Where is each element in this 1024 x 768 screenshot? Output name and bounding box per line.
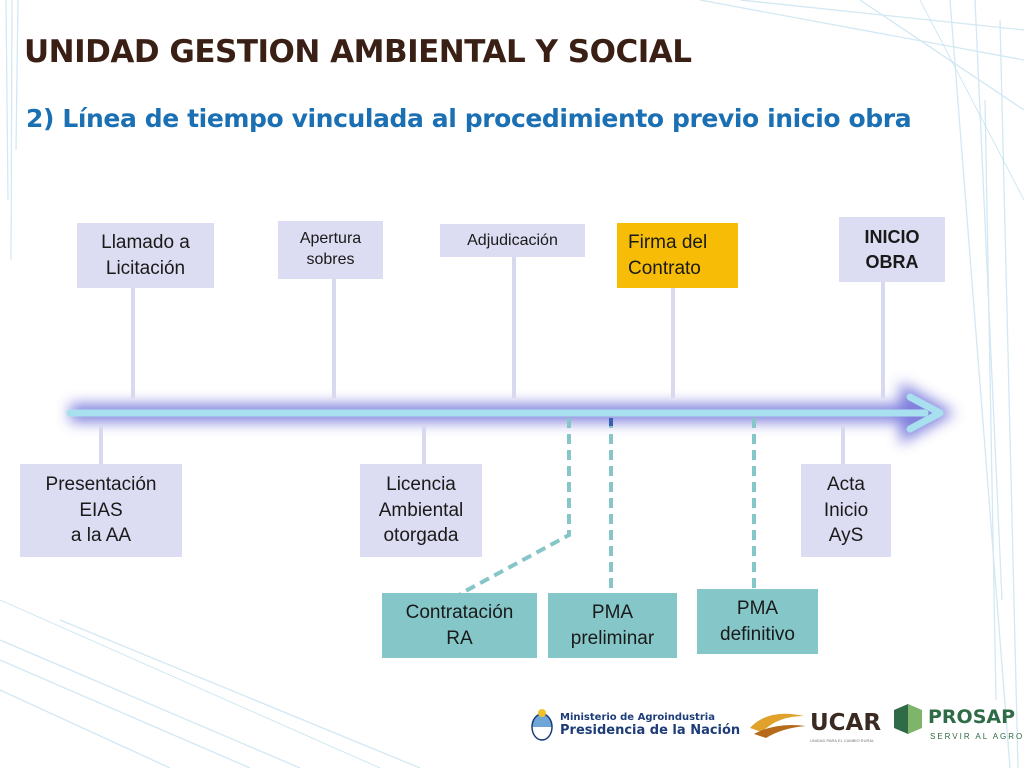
milestone-adjudicacion: Adjudicación <box>440 224 585 257</box>
ucar-tagline: UNIDAD PARA EL CAMBIO RURAL <box>810 738 875 743</box>
milestone-contratacion-ra: Contratación RA <box>382 593 537 658</box>
milestone-inicio-obra: INICIO OBRA <box>839 217 945 282</box>
milestone-llamado-licitacion: Llamado a Licitación <box>77 223 214 288</box>
milestone-apertura-sobres: Apertura sobres <box>278 221 383 279</box>
milestone-presentacion-eias: Presentación EIAS a la AA <box>20 464 182 557</box>
ucar-swoosh-icon <box>750 713 806 738</box>
ministry-logo: Ministerio de Agroindustria Presidencia … <box>530 708 740 742</box>
ucar-logo: UCAR UNIDAD PARA EL CAMBIO RURAL <box>748 706 881 745</box>
milestone-pma-preliminar: PMA preliminar <box>548 593 677 658</box>
presidency-name: Presidencia de la Nación <box>560 723 741 738</box>
prosap-logo: PROSAP SERVIR AL AGRO <box>892 704 1022 741</box>
slide-subtitle: 2) Línea de tiempo vinculada al procedim… <box>26 104 912 133</box>
timeline-arrow <box>66 393 944 433</box>
ucar-name: UCAR <box>810 710 882 736</box>
milestone-acta-inicio: Acta Inicio AyS <box>801 464 891 557</box>
prosap-tagline: SERVIR AL AGRO <box>930 732 1024 741</box>
slide-title: UNIDAD GESTION AMBIENTAL Y SOCIAL <box>24 34 692 70</box>
timeline-arrow-glow <box>70 382 955 444</box>
milestone-licencia-ambiental: Licencia Ambiental otorgada <box>360 464 482 557</box>
prosap-name: PROSAP <box>928 706 1016 728</box>
milestone-firma-contrato: Firma del Contrato <box>617 223 738 288</box>
ministry-name: Ministerio de Agroindustria <box>560 712 715 723</box>
footer-logos: Ministerio de Agroindustria Presidencia … <box>530 700 1024 760</box>
prosap-leaf-icon <box>894 704 922 734</box>
argentina-coat-of-arms-icon <box>531 709 553 741</box>
milestone-pma-definitivo: PMA definitivo <box>697 589 818 654</box>
